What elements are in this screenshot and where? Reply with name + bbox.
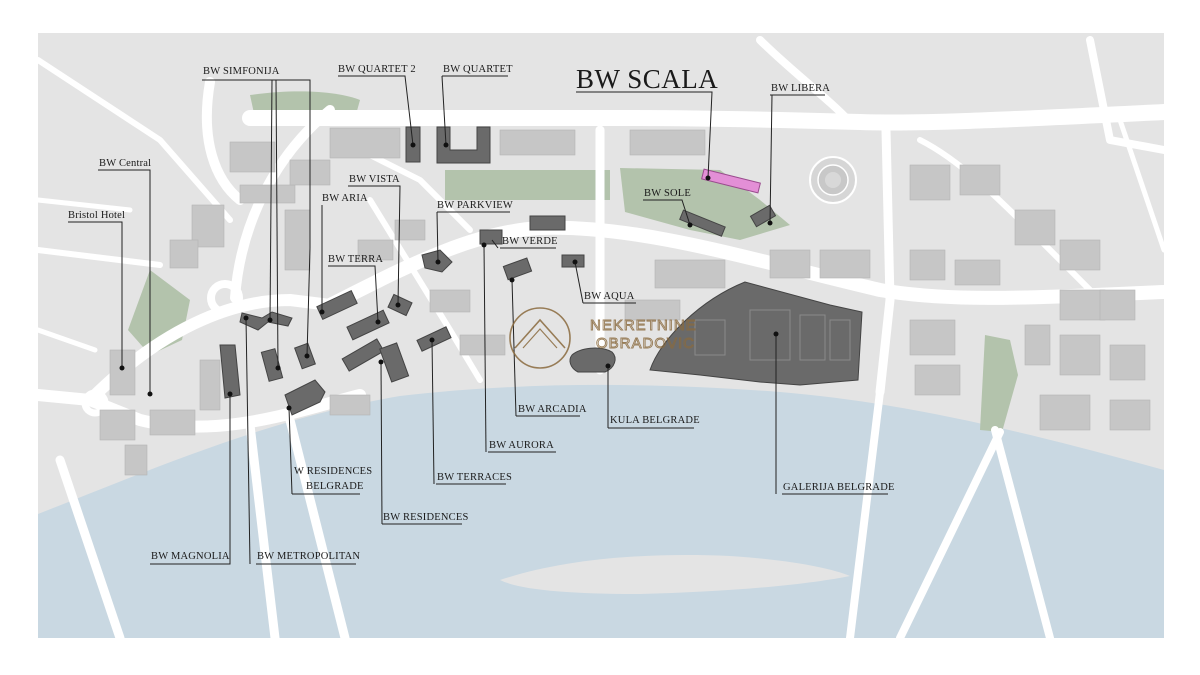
label-bw-quartet-2: BW QUARTET 2	[338, 64, 416, 75]
label-bw-arcadia: BW ARCADIA	[518, 404, 587, 415]
background-buildings	[99, 127, 1151, 476]
project-labels: BW SCALA BW SIMFONIJA BW QUARTET 2 BW QU…	[68, 64, 895, 562]
leader-lines	[68, 75, 888, 565]
label-bw-verde: BW VERDE	[502, 236, 558, 247]
watermark-logo-roof-inner	[522, 328, 558, 349]
arcadia-building	[502, 257, 533, 281]
libera-building	[749, 204, 777, 228]
headline-bw-scala: BW SCALA	[576, 64, 718, 94]
sole-building	[679, 209, 726, 237]
verde-building-2	[479, 229, 503, 245]
stadium	[809, 156, 857, 204]
galerija-detail	[694, 309, 851, 361]
label-bw-simfonija: BW SIMFONIJA	[203, 66, 280, 77]
label-bw-aqua: BW AQUA	[584, 291, 635, 302]
scala-building-highlight	[701, 168, 761, 194]
label-bw-aria: BW ARIA	[322, 193, 368, 204]
watermark-text-line2: OBRADOVIC	[596, 335, 695, 352]
label-w-residences-belgrade: BELGRADE	[306, 481, 364, 492]
residences-building	[341, 338, 385, 372]
label-bristol-hotel: Bristol Hotel	[68, 210, 125, 221]
label-kula-belgrade: KULA BELGRADE	[610, 415, 700, 426]
label-galerija-belgrade: GALERIJA BELGRADE	[783, 482, 895, 493]
label-bw-sole: BW SOLE	[644, 188, 691, 199]
kula-building	[569, 347, 616, 373]
watermark: NEKRETNINE OBRADOVIC	[509, 307, 697, 369]
label-bw-magnolia: BW MAGNOLIA	[151, 551, 230, 562]
w-residences-building	[284, 379, 326, 416]
watermark-text-line1: NEKRETNINE	[590, 317, 697, 334]
label-bw-residences: BW RESIDENCES	[383, 512, 469, 523]
label-bw-terraces: BW TERRACES	[437, 472, 512, 483]
label-w-residences: W RESIDENCES	[294, 466, 372, 477]
watermark-logo-ring	[509, 307, 571, 369]
label-bw-parkview: BW PARKVIEW	[437, 200, 513, 211]
label-bw-quartet: BW QUARTET	[443, 64, 513, 75]
residences-building-2	[379, 342, 410, 383]
magnolia-building	[219, 344, 241, 399]
label-bw-metropolitan: BW METROPOLITAN	[257, 551, 360, 562]
verde-building	[529, 215, 566, 231]
terra-building	[346, 309, 390, 341]
watermark-logo-roof	[514, 318, 566, 349]
label-bw-aurora: BW AURORA	[489, 440, 554, 451]
label-bw-terra: BW TERRA	[328, 254, 383, 265]
label-bw-libera: BW LIBERA	[771, 83, 830, 94]
river-sava	[38, 384, 1164, 638]
label-bw-vista: BW VISTA	[349, 174, 400, 185]
simfonija-building-2	[260, 348, 284, 382]
river-island	[500, 555, 850, 594]
label-bw-central: BW Central	[99, 158, 151, 169]
quartet-building	[436, 126, 491, 164]
galerija-building	[649, 281, 863, 386]
